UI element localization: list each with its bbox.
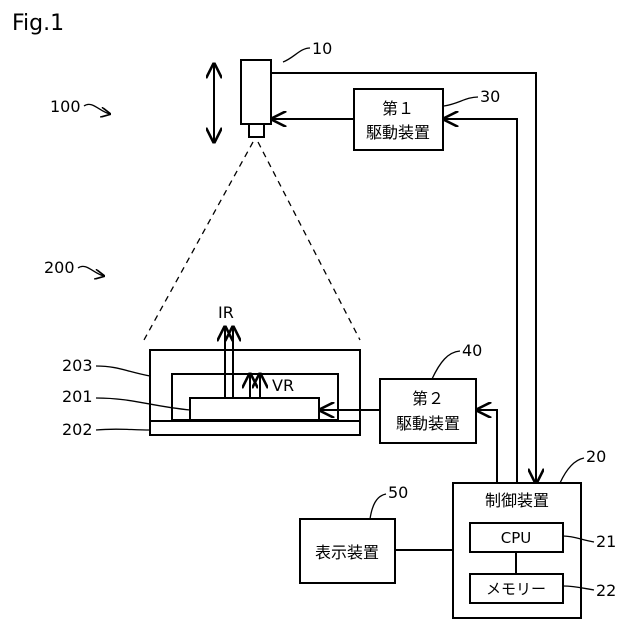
ref-30-label: 30	[480, 87, 500, 106]
ref-203-leader	[96, 366, 150, 376]
ref-40-label: 40	[462, 341, 482, 360]
ref-100-label: 100	[50, 97, 81, 116]
vr-label: VR	[272, 376, 294, 395]
sample-201	[190, 398, 319, 420]
ref-50-leader	[370, 494, 386, 519]
second-drive-device-line1: 第２	[412, 389, 444, 408]
controller-label: 制御装置	[485, 491, 549, 510]
ref-200-leader	[78, 266, 104, 276]
base-202	[150, 421, 360, 435]
display-device-label: 表示装置	[315, 543, 379, 562]
ref-50-label: 50	[388, 483, 408, 502]
ref-30-leader	[444, 97, 478, 106]
ref-200-label: 200	[44, 258, 75, 277]
ref-201-label: 201	[62, 387, 93, 406]
cpu-label: CPU	[501, 529, 532, 547]
chamber-203	[150, 350, 360, 435]
ref-10-label: 10	[312, 39, 332, 58]
fov-left-line	[144, 142, 253, 340]
ref-100-leader	[84, 104, 110, 114]
first-drive-device-line1: 第１	[382, 99, 414, 118]
ref-40-leader	[432, 351, 460, 379]
camera-body	[241, 60, 271, 124]
ref-20-label: 20	[586, 447, 606, 466]
ref-21-label: 21	[596, 532, 616, 551]
ref-22-label: 22	[596, 581, 616, 600]
figure-label: Fig.1	[12, 11, 64, 36]
first-drive-device-line2: 駆動装置	[366, 123, 430, 142]
ref-202-label: 202	[62, 420, 93, 439]
controller-to-drive2-line	[477, 410, 497, 483]
ref-202-leader	[96, 429, 150, 430]
ref-20-leader	[560, 458, 584, 483]
second-drive-device-line2: 駆動装置	[396, 414, 460, 433]
ref-10-leader	[283, 48, 310, 62]
memory-label: メモリー	[486, 580, 546, 598]
ir-label: IR	[218, 303, 234, 322]
camera-lens	[249, 124, 264, 137]
fov-right-line	[258, 142, 360, 340]
ref-203-label: 203	[62, 356, 93, 375]
ref-201-leader	[96, 398, 190, 410]
